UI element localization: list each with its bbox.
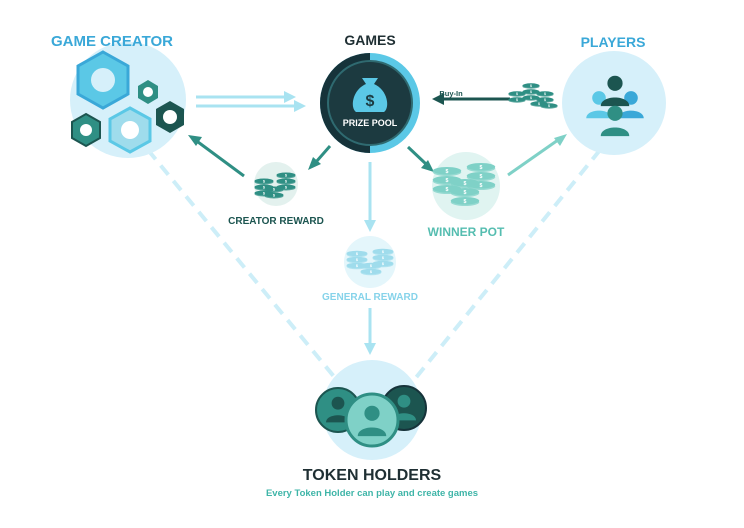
players-label: PLAYERS — [581, 34, 646, 50]
winner-pot-node — [432, 152, 500, 220]
dashed-line-players-holders — [408, 148, 602, 387]
buy-in-coins-icon — [508, 83, 558, 109]
creator-reward-node — [254, 162, 298, 206]
games-label: GAMES — [344, 32, 395, 48]
arrow-general-reward-to-holders — [364, 308, 376, 355]
hexagon-nuts-icon — [71, 50, 184, 154]
node-players — [562, 51, 666, 155]
prize-pool-label: PRIZE POOL — [343, 118, 398, 128]
dashed-connectors — [146, 148, 602, 392]
token-holders-subtitle: Every Token Holder can play and create g… — [266, 488, 478, 499]
arrow-creator-reward-to-creator — [188, 135, 245, 178]
arrow-pool-to-general-reward — [364, 162, 376, 232]
arrow-winner-pot-to-players — [507, 134, 567, 177]
arrow-buyin-to-pool — [432, 93, 510, 105]
svg-text:$: $ — [366, 93, 375, 110]
general-reward-node — [344, 236, 396, 288]
buy-in-label: Buy-In — [439, 89, 463, 98]
node-games: $ — [320, 53, 420, 153]
flow-arrows — [188, 91, 567, 355]
arrow-pool-to-winner-pot — [406, 145, 434, 172]
token-coins-icon — [315, 385, 427, 448]
node-token-holders — [315, 360, 427, 460]
dashed-line-creator-holders — [146, 148, 347, 392]
node-game-creator — [70, 42, 186, 158]
winner-pot-label: WINNER POT — [428, 225, 505, 239]
general-reward-label: GENERAL REWARD — [322, 292, 418, 303]
game-creator-label: GAME CREATOR — [51, 33, 173, 50]
token-holders-label: TOKEN HOLDERS — [303, 467, 442, 484]
creator-reward-label: CREATOR REWARD — [228, 216, 324, 227]
arrow-creator-to-games — [196, 91, 306, 112]
money-bag-icon: $ — [352, 78, 388, 112]
arrow-pool-to-creator-reward — [308, 145, 332, 170]
labels: GAME CREATOR GAMES PLAYERS PRIZE POOL Bu… — [51, 32, 645, 499]
